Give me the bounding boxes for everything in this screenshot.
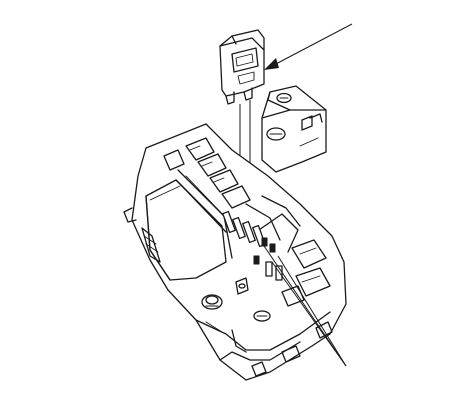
- box-bolt-centre: [253, 310, 271, 322]
- fuse-row: [222, 210, 283, 281]
- relay-sockets: [163, 137, 251, 209]
- leader-lines-fuses: [263, 245, 347, 367]
- fuse-dark-2: [269, 243, 276, 253]
- leader-arrow-tool: [264, 23, 353, 70]
- box-bolt-left: [201, 294, 223, 310]
- fuse-relay-box: [123, 123, 347, 381]
- box-cover-lid: [261, 85, 327, 173]
- side-vent: [141, 227, 161, 263]
- fuse-dark-3: [253, 255, 260, 265]
- relay-puller-tool: [219, 29, 265, 105]
- fuse-dark-1: [261, 237, 268, 247]
